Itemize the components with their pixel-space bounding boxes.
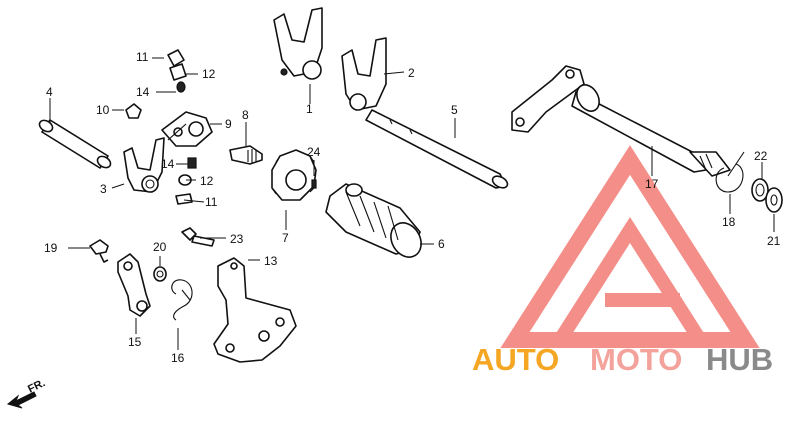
part-24-dowel — [311, 179, 317, 189]
part-11-upper — [167, 49, 187, 93]
callout-14-upper: 14 — [136, 85, 150, 99]
part-23-bolt — [181, 227, 215, 247]
callout-1: 1 — [306, 102, 313, 116]
watermark-moto: MOTO — [590, 342, 682, 377]
callout-15: 15 — [128, 335, 142, 349]
leader-lines — [49, 57, 775, 350]
part-18-spring — [715, 151, 745, 193]
callout-20: 20 — [153, 240, 167, 254]
callout-7: 7 — [282, 231, 289, 245]
watermark-logo-icon — [500, 145, 760, 348]
callout-13: 13 — [264, 254, 278, 268]
callout-21: 21 — [767, 234, 781, 248]
callout-24: 24 — [307, 145, 321, 159]
callout-6: 6 — [438, 237, 445, 251]
callout-3: 3 — [100, 182, 107, 196]
part-7-star-wheel — [271, 149, 317, 201]
callout-10: 10 — [96, 103, 110, 117]
part-small-lower — [175, 157, 197, 205]
callout-labels: 1 2 3 4 5 6 7 8 9 10 11 12 13 14 15 16 1… — [44, 50, 781, 365]
callout-12-upper: 12 — [202, 67, 216, 81]
front-direction-arrow-icon: FR. — [6, 377, 47, 409]
callout-4: 4 — [46, 85, 53, 99]
part-2-fork — [341, 37, 387, 111]
callout-5: 5 — [451, 103, 458, 117]
part-3-fork — [123, 137, 165, 193]
part-17-shaft — [511, 65, 731, 177]
watermark-auto: AUTO — [472, 342, 559, 377]
part-9-arm — [161, 111, 213, 147]
part-21-washer — [765, 187, 783, 213]
callout-19: 19 — [44, 241, 58, 255]
front-direction-label: FR. — [26, 377, 47, 396]
part-1-fork — [273, 7, 323, 80]
callout-18: 18 — [722, 215, 736, 229]
callout-8: 8 — [242, 108, 249, 122]
part-6-drum — [325, 183, 422, 258]
callout-22: 22 — [754, 149, 768, 163]
part-4-pin — [38, 119, 112, 169]
part-15-stopper-arm — [117, 253, 151, 317]
part-10-bolt — [125, 103, 142, 119]
part-19-bolt — [89, 239, 109, 263]
callout-12-lower: 12 — [200, 174, 214, 188]
callout-11-upper: 11 — [136, 50, 149, 64]
callout-23: 23 — [230, 232, 244, 246]
part-8-stud — [229, 145, 263, 165]
callout-17: 17 — [645, 177, 659, 191]
part-22-washer — [751, 178, 769, 202]
part-16-spring — [171, 279, 193, 321]
watermark-text: AUTO MOTO HUB — [472, 342, 773, 377]
part-13-plate — [213, 257, 297, 363]
callout-2: 2 — [408, 66, 415, 80]
part-5-shaft — [365, 109, 509, 189]
callout-9: 9 — [225, 117, 232, 131]
callout-14-lower: 14 — [161, 157, 175, 171]
callout-11-lower: 11 — [205, 195, 218, 209]
callout-16: 16 — [171, 351, 185, 365]
watermark-hub: HUB — [706, 342, 773, 377]
part-20-washer — [153, 266, 167, 282]
